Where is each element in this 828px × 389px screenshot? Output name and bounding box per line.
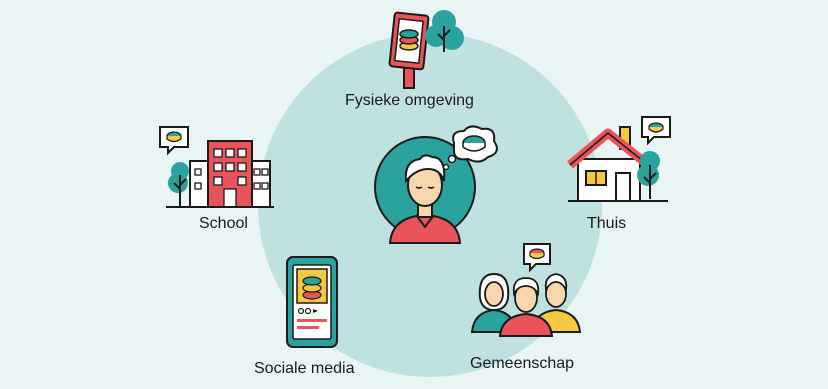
node-label-school: School [199,215,248,232]
people-group-icon [470,240,585,337]
node-label-gemeenschap: Gemeenschap [470,355,575,372]
node-label-thuis: Thuis [587,215,627,232]
billboard-icon [388,6,468,89]
node-label-fysieke-omgeving: Fysieke omgeving [345,92,474,109]
house-icon [567,113,678,208]
smartphone-icon [281,255,343,351]
node-label-sociale-media: Sociale media [254,360,355,377]
school-building-icon [158,125,278,215]
center-person [370,125,510,250]
